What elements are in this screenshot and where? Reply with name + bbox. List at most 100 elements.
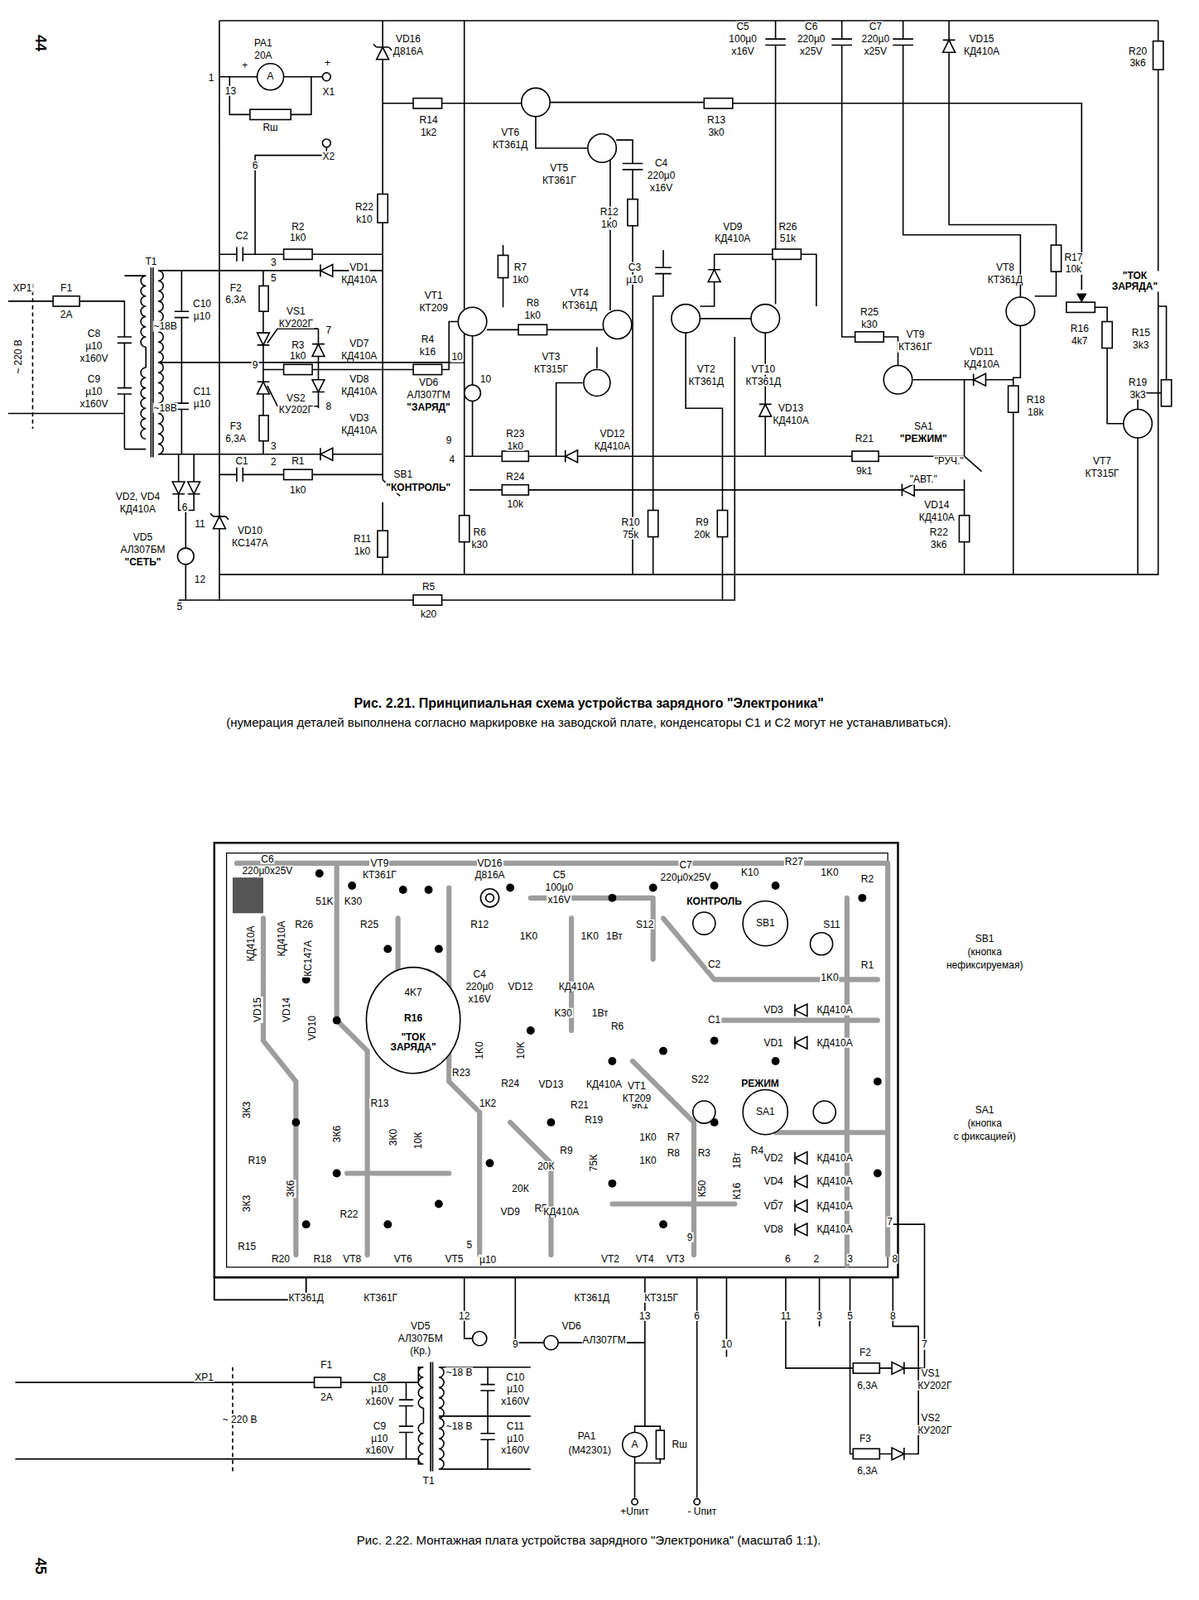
part-label: 3 [269, 440, 278, 452]
board-pad [424, 886, 434, 895]
part-label: VD3 [348, 413, 370, 424]
diode-symbol [320, 447, 333, 461]
part-label: КД410А [276, 919, 288, 958]
board-part [365, 967, 460, 1074]
part-label: x160V [78, 399, 109, 410]
part-label: ~18В [152, 403, 178, 415]
part-label: S11 [822, 919, 841, 930]
part-label: x160V [500, 1396, 530, 1408]
part-label: VD1 [348, 262, 370, 274]
part-label: 20К [536, 1160, 555, 1172]
part-label: VT5 [443, 1253, 464, 1265]
part-label: µ10 [625, 274, 644, 285]
board-pad [291, 869, 882, 1229]
part-label: R20 [1127, 45, 1148, 57]
diode-symbol [901, 483, 915, 496]
part-label: R4 [420, 334, 435, 346]
resistor-symbol [717, 510, 728, 538]
part-label: 6 [251, 159, 260, 171]
part-label: КД410А [772, 414, 810, 426]
board-wiring-part [891, 1362, 905, 1376]
part-label: 220µ0x25V [240, 866, 294, 877]
part-label: ~18В [152, 321, 178, 333]
part-label: КД410А [816, 1176, 854, 1188]
part-label: S12 [635, 919, 655, 930]
part-label: R23 [451, 1068, 472, 1079]
part-label: 10 [479, 374, 492, 386]
board-pad [547, 1118, 556, 1127]
part-label: VD2, VD4 [115, 491, 161, 503]
part-label: SB1 [755, 918, 776, 930]
part-label: VD6 [560, 1321, 582, 1333]
part-label: R3 [290, 339, 305, 351]
diode-symbol [210, 513, 229, 529]
part-label: 75k [621, 529, 640, 540]
part-label: КД410А [816, 1200, 854, 1212]
board-part [794, 1152, 808, 1166]
part-label: 11 [193, 519, 206, 530]
part-label: A [266, 71, 275, 82]
part-label: РЕЖИМ [740, 1078, 780, 1089]
part-label: 220µ0 [860, 33, 891, 45]
part-label: 10 [450, 351, 463, 363]
part-label: C6 [260, 853, 275, 865]
part-label: VD3 [762, 1005, 784, 1017]
part-label: F2 [858, 1348, 872, 1359]
part-label: C5 [735, 21, 750, 33]
part-label: x160V [78, 352, 109, 364]
part-label: C2 [707, 958, 722, 970]
resistor-symbol [377, 530, 388, 558]
part-label: 51k [779, 233, 797, 245]
part-label: 9k1 [855, 466, 873, 477]
part-label: 10k [1064, 264, 1083, 275]
part-label: 1k0 [288, 232, 307, 244]
transistor-symbol [257, 63, 285, 91]
board-pad [649, 884, 658, 893]
resistor-symbol [648, 510, 659, 538]
board-pad [383, 944, 392, 954]
part-label: 1K0 [474, 1041, 486, 1061]
part-label: VS1 [285, 306, 307, 318]
part-label: VT1 [626, 1081, 647, 1093]
part-label: КТ209 [621, 1093, 652, 1105]
part-label: "РЕЖИМ" [899, 433, 949, 445]
part-label: VT2 [696, 364, 717, 376]
part-label: VS2 [920, 1413, 942, 1425]
wire [14, 1224, 925, 1498]
part-label: Rш [261, 122, 279, 134]
part-label: R22 [354, 202, 375, 213]
part-label: VD7 [348, 338, 370, 350]
part-label: КУ202Г [278, 317, 314, 329]
part-label: 3 [846, 1253, 854, 1265]
diode-symbol [565, 450, 578, 463]
part-label: R26 [777, 221, 798, 232]
diode-symbol [312, 380, 325, 393]
part-label: КТ209 [418, 303, 449, 314]
part-label: КД410А [963, 45, 1001, 57]
part-label: µ10 [84, 341, 103, 352]
part-label: VT7 [1092, 456, 1113, 468]
part-label: C10 [505, 1372, 525, 1383]
resistor-symbol [52, 296, 80, 307]
resistor-symbol [1153, 41, 1164, 71]
part-label: Д816А [392, 45, 424, 57]
diode-symbol [973, 373, 987, 386]
part-label: 9 [686, 1232, 694, 1244]
part-label: R19 [246, 1155, 267, 1167]
part-label: VD9 [500, 1207, 521, 1219]
part-label: VD5 [409, 1321, 431, 1333]
part-label: R19 [1127, 377, 1148, 389]
part-label: АЛ307ГМ [405, 390, 451, 401]
board-pad [710, 881, 719, 891]
part-label: 6,3А [856, 1466, 879, 1478]
part-label: 100µ0 [727, 33, 758, 45]
part-label: VT5 [548, 163, 569, 174]
part-label: 1k0 [288, 484, 307, 496]
board-part [794, 1175, 808, 1189]
part-label: F1 [319, 1360, 333, 1372]
part-label: µ10 [370, 1433, 389, 1445]
circuit-board [214, 842, 899, 1301]
transistor-symbol [464, 385, 482, 402]
transistor-symbol [1123, 409, 1153, 439]
part-label: R7 [666, 1132, 681, 1144]
